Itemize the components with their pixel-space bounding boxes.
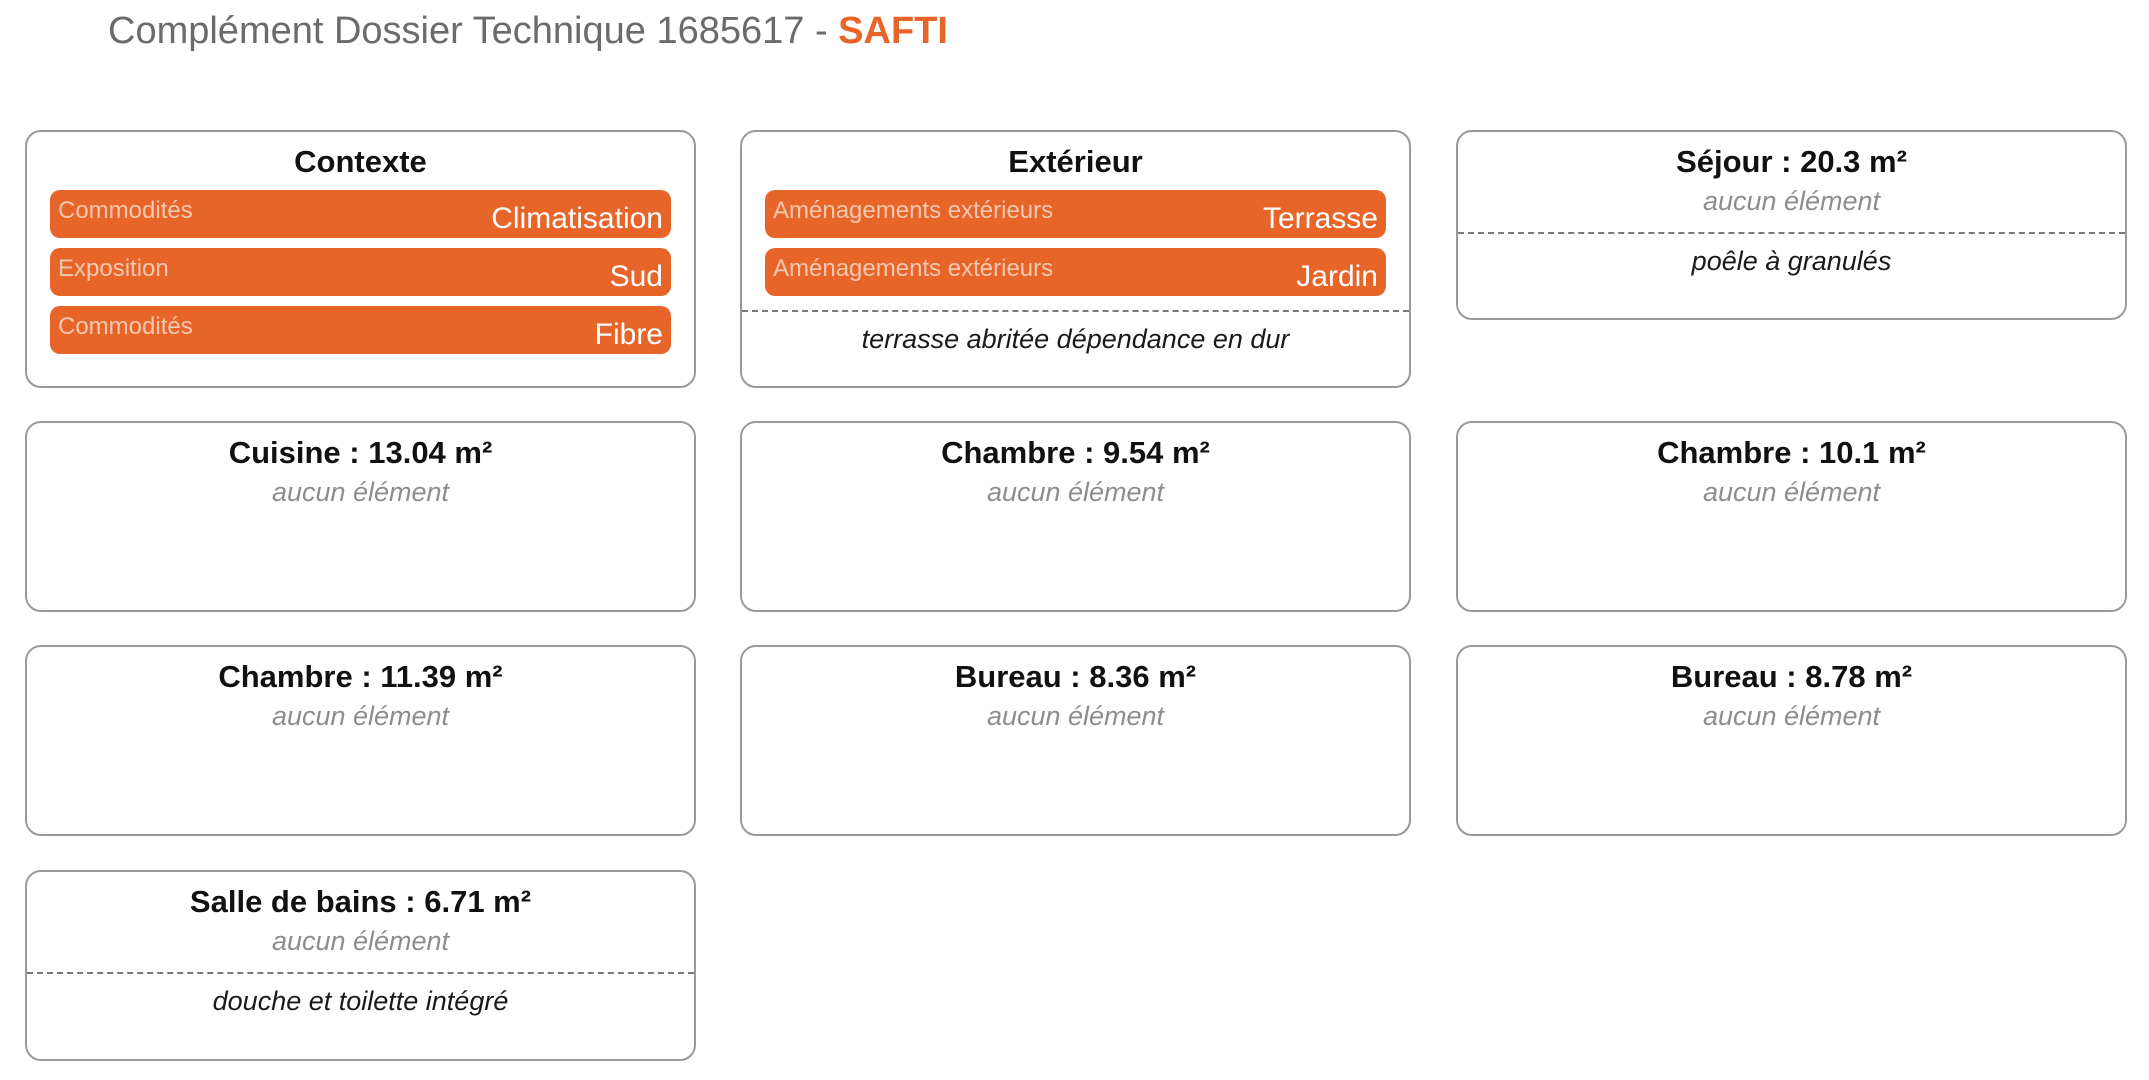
card-note: douche et toilette intégré [212,986,509,1016]
pill-list: Commodités Climatisation Exposition Sud … [27,190,694,354]
brand-name: SAFTI [838,10,948,52]
card-sejour: Séjour : 20.3 m² aucun élément poêle à g… [1456,130,2127,320]
empty-label: aucun élément [986,701,1165,731]
dashed-divider [742,310,1409,312]
pill-value: Terrasse [1262,202,1378,235]
card-title: Chambre : 9.54 m² [941,435,1210,470]
card-bureau-1: Bureau : 8.36 m² aucun élément [740,645,1411,836]
card-chambre-2: Chambre : 10.1 m² aucun élément [1456,421,2127,612]
card-title: Bureau : 8.36 m² [954,659,1197,694]
pill-category: Aménagements extérieurs [773,255,1054,282]
card-chambre-1: Chambre : 9.54 m² aucun élément [740,421,1411,612]
card-salle-de-bains: Salle de bains : 6.71 m² aucun élément d… [25,870,696,1061]
page-title-text: Complément Dossier Technique 1685617 - [108,10,839,52]
card-title: Contexte [294,144,427,179]
card-bureau-2: Bureau : 8.78 m² aucun élément [1456,645,2127,836]
pill-category: Exposition [58,255,169,282]
pill-value: Jardin [1296,260,1378,293]
feature-pill: Exposition Sud [50,248,671,296]
empty-label: aucun élément [1702,186,1881,216]
card-note: poêle à granulés [1691,246,1892,276]
card-title: Séjour : 20.3 m² [1676,144,1907,179]
feature-pill: Commodités Climatisation [50,190,671,238]
page-title: Complément Dossier Technique 1685617 - S… [108,10,948,53]
empty-label: aucun élément [1702,701,1881,731]
feature-pill: Aménagements extérieurs Terrasse [765,190,1386,238]
card-title: Chambre : 11.39 m² [218,659,503,694]
empty-label: aucun élément [271,477,450,507]
feature-pill: Commodités Fibre [50,306,671,354]
pill-category: Commodités [58,197,193,224]
feature-pill: Aménagements extérieurs Jardin [765,248,1386,296]
card-contexte: Contexte Commodités Climatisation Exposi… [25,130,696,388]
dashed-divider [1458,232,2125,234]
card-title: Cuisine : 13.04 m² [228,435,493,470]
empty-label: aucun élément [986,477,1165,507]
card-title: Extérieur [1008,144,1143,179]
card-note: terrasse abritée dépendance en dur [861,324,1290,354]
card-title: Salle de bains : 6.71 m² [189,884,532,919]
card-title: Bureau : 8.78 m² [1670,659,1913,694]
pill-category: Aménagements extérieurs [773,197,1054,224]
card-cuisine: Cuisine : 13.04 m² aucun élément [25,421,696,612]
pill-category: Commodités [58,313,193,340]
pill-value: Climatisation [491,202,663,235]
dashed-divider [27,972,694,974]
pill-value: Sud [609,260,663,293]
empty-label: aucun élément [1702,477,1881,507]
card-title: Chambre : 10.1 m² [1657,435,1926,470]
empty-label: aucun élément [271,701,450,731]
card-exterieur: Extérieur Aménagements extérieurs Terras… [740,130,1411,388]
pill-value: Fibre [594,318,663,351]
empty-label: aucun élément [271,926,450,956]
card-chambre-3: Chambre : 11.39 m² aucun élément [25,645,696,836]
pill-list: Aménagements extérieurs Terrasse Aménage… [742,190,1409,296]
